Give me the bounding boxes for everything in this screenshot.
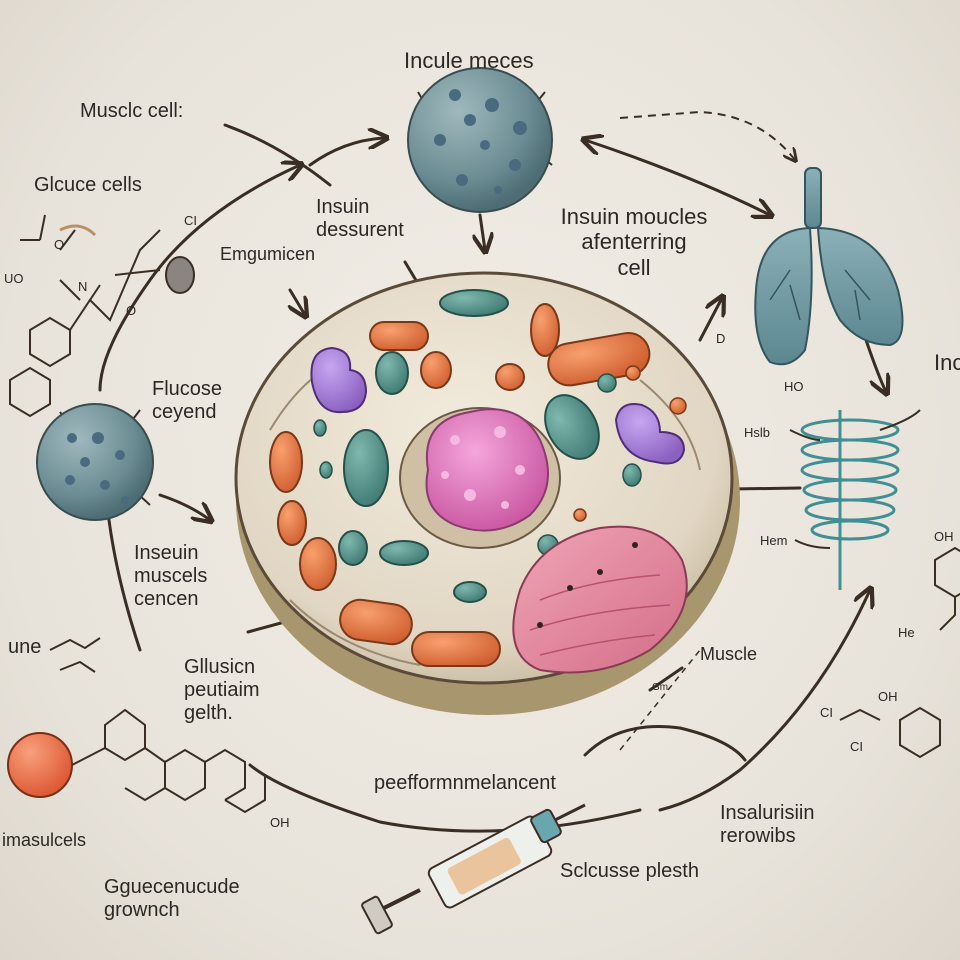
label-glusicn: Gllusicn peutiaim gelth.	[184, 656, 260, 724]
label-oh-3: OH	[878, 689, 898, 704]
insulin-receptor-spring	[800, 409, 921, 590]
grey-vesicle	[165, 256, 195, 294]
label-insalurisiin: Insalurisiin rerowibs	[720, 802, 815, 847]
label-ino-partial: Inc	[934, 350, 960, 375]
label-ci: CI	[184, 213, 197, 228]
label-hem: Hem	[760, 533, 788, 548]
label-insulin-dessurent: Insuin dessurent	[316, 196, 404, 241]
label-gm: Gm	[652, 682, 669, 693]
label-top-cell: Incule meces	[404, 48, 534, 73]
red-glucose-ball	[7, 732, 73, 798]
label-emgumicen: Emgumicen	[220, 244, 316, 264]
label-oh-2: OH	[934, 529, 954, 544]
label-gguecenucude: Gguecenucude grownch	[104, 876, 240, 921]
label-une: une	[8, 636, 42, 658]
label-uo: UO	[4, 271, 24, 286]
label-ci-2: CI	[820, 705, 833, 720]
label-peeform: peefformnmelancent	[374, 772, 556, 794]
label-hol: Hslb	[744, 425, 771, 440]
label-o-1: O	[54, 237, 65, 252]
label-insulin-muscels: Inseuin muscels cencen	[134, 542, 208, 610]
label-imasulcels: imasulcels	[2, 830, 87, 850]
syringe	[361, 803, 586, 935]
label-muscle-cell: Musclc cell:	[80, 100, 184, 122]
label-ci-3: CI	[850, 739, 863, 754]
label-muscle: Muscle	[700, 644, 758, 664]
label-insulin-moucles: Insuin moucles afenterring cell	[560, 204, 708, 280]
chemical-structures	[9, 214, 960, 814]
main-cell	[234, 271, 740, 715]
lungs	[754, 167, 904, 366]
label-sclcusse: Sclcusse plesth	[560, 860, 699, 882]
left-glucose-cell	[36, 403, 154, 521]
label-he: He	[898, 625, 915, 640]
label-o-2: O	[126, 303, 137, 318]
label-flucose-ceyend: Flucose ceyend	[152, 378, 223, 423]
top-glucose-cell	[407, 67, 553, 213]
label-oh-1: OH	[270, 815, 290, 830]
label-glucose-cells: Glcuce cells	[34, 174, 142, 196]
label-d: D	[716, 331, 726, 346]
label-n: N	[78, 279, 88, 294]
label-ho: HO	[784, 379, 804, 394]
